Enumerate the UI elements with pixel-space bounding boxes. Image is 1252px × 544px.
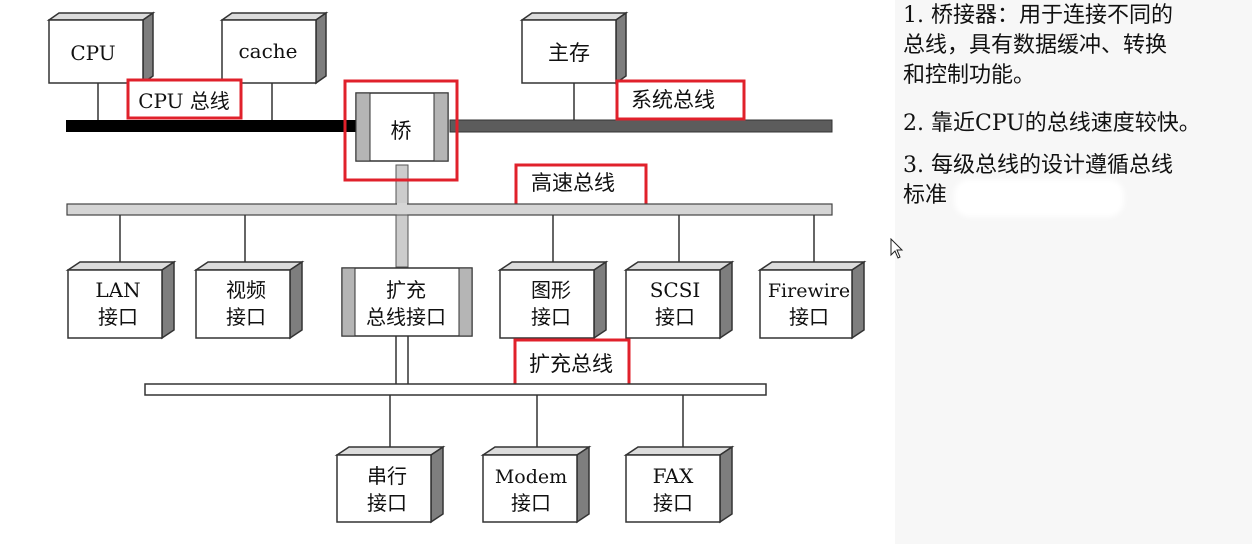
firewire-interface-line1: Firewire: [768, 280, 850, 302]
note-1-line-2: 总线，具有数据缓冲、转换: [903, 33, 1168, 58]
expansion-interface-line2: 总线接口: [366, 305, 446, 329]
cpu-bus-label: CPU 总线: [138, 89, 230, 113]
bridge-box: 桥: [355, 92, 449, 162]
lan-interface-line2: 接口: [98, 305, 138, 329]
expansion-bus-label: 扩充总线: [529, 352, 613, 376]
expansion-bus-bar: [144, 383, 767, 396]
modem-interface-line2: 接口: [511, 491, 551, 515]
video-interface-line2: 接口: [226, 305, 266, 329]
note-3-line-1: 3. 每级总线的设计遵循总线: [903, 153, 1173, 178]
serial-interface-line1: 串行: [367, 464, 407, 488]
redacted-region: [958, 183, 1120, 213]
firewire-interface-line2: 接口: [789, 305, 829, 329]
video-interface-line1: 视频: [226, 278, 266, 302]
high-speed-bus-bar: [66, 203, 833, 216]
graphics-interface-line1: 图形: [531, 278, 571, 302]
fax-interface-line2: 接口: [653, 491, 693, 515]
serial-interface-box: 串行 接口: [334, 445, 446, 524]
modem-interface-line1: Modem: [495, 466, 567, 488]
video-interface-box: 视频 接口: [193, 260, 305, 340]
note-1-line-1: 1. 桥接器：用于连接不同的: [903, 3, 1173, 28]
lan-interface-box: LAN 接口: [65, 260, 177, 340]
system-bus-label: 系统总线: [631, 88, 715, 112]
lan-interface-line1: LAN: [95, 278, 140, 302]
scsi-interface-box: SCSI 接口: [623, 260, 735, 340]
note-2: 2. 靠近CPU的总线速度较快。: [903, 111, 1201, 136]
cpu-bus-bar: [66, 120, 359, 132]
bus-architecture-diagram: CPU cache 主存 CPU 总线 系统总线 桥 高速总线: [46, 11, 867, 524]
expansion-bus-interface-box: 扩充 总线接口: [341, 267, 473, 337]
fax-interface-line1: FAX: [653, 464, 695, 488]
graphics-interface-box: 图形 接口: [497, 260, 609, 340]
cache-box: cache: [219, 11, 329, 85]
mouse-pointer-icon: [890, 238, 904, 259]
serial-interface-line2: 接口: [367, 491, 407, 515]
high-speed-bus-label: 高速总线: [531, 171, 615, 195]
cpu-box: CPU: [46, 11, 156, 85]
scsi-interface-line1: SCSI: [650, 278, 701, 302]
fax-interface-box: FAX 接口: [623, 445, 735, 524]
note-3-line-2: 标准: [903, 183, 948, 208]
scsi-interface-line2: 接口: [655, 305, 695, 329]
cache-label: cache: [238, 39, 297, 63]
cpu-label: CPU: [70, 41, 115, 65]
graphics-interface-line2: 接口: [531, 305, 571, 329]
bridge-highlight: [343, 79, 459, 182]
note-1-line-3: 和控制功能。: [903, 63, 1036, 88]
firewire-interface-box: Firewire 接口: [757, 260, 867, 340]
expansion-interface-line1: 扩充: [386, 278, 426, 302]
bridge-label: 桥: [391, 119, 412, 143]
system-bus-bar: [449, 119, 833, 133]
main-memory-label: 主存: [548, 41, 590, 65]
main-memory-box: 主存: [519, 11, 629, 85]
cpu-bus-highlight: [126, 78, 243, 120]
modem-interface-box: Modem 接口: [480, 445, 592, 524]
system-bus-highlight: [615, 79, 746, 121]
notes-panel: [895, 0, 1252, 544]
